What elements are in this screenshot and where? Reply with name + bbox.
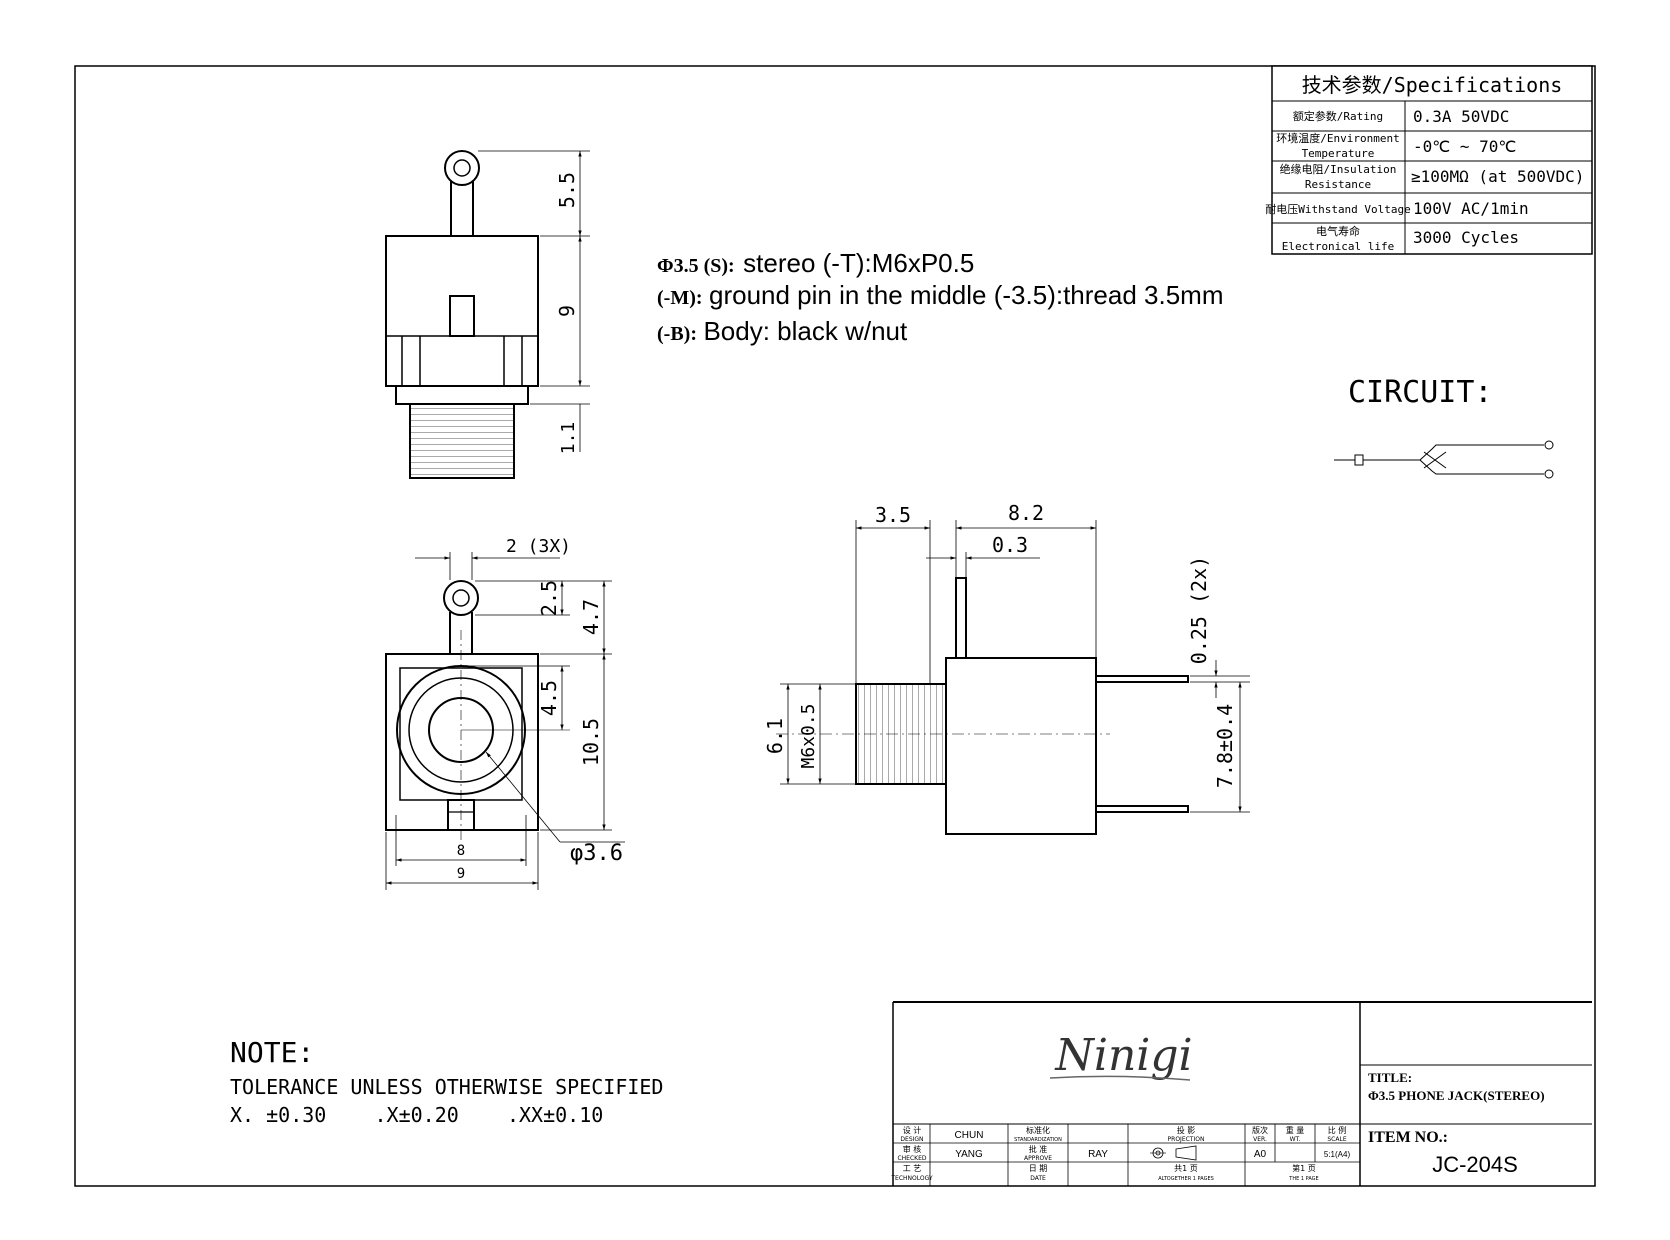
spec-label: 额定参数/Rating: [1293, 109, 1383, 123]
tb-wt-en: WT.: [1290, 1136, 1301, 1143]
dim-top-1-1: 1.1: [558, 422, 579, 455]
spec-label: 环境温度/Environment: [1276, 131, 1399, 145]
tb-tech-en: TECHNOLOGY: [890, 1175, 933, 1182]
dim-width-8: 8: [457, 843, 465, 859]
dim-2-5: 2.5: [537, 580, 561, 616]
tb-approve-en: APPROVE: [1024, 1155, 1052, 1162]
dim-3-5: 3.5: [875, 503, 911, 527]
specifications-table: 技术参数/Specifications 额定参数/Rating 0.3A 50V…: [1265, 65, 1593, 255]
dim-10-5: 10.5: [579, 718, 603, 766]
title-label: TITLE:: [1368, 1070, 1412, 1085]
tb-std-en: STANDARDIZATION: [1014, 1137, 1062, 1143]
dim-pin-span: 7.8±0.4: [1213, 704, 1237, 788]
spec-value: 0.3A 50VDC: [1413, 107, 1509, 126]
tb-std-cn: 标准化: [1026, 1125, 1050, 1135]
desc-code-2: (-M):: [657, 287, 703, 309]
drawing-border: [74, 65, 1596, 1187]
projection-symbol-icon: [1150, 1145, 1197, 1161]
title-block: Ninigi TITLE: Φ3.5 PHONE JACK(STEREO) IT…: [890, 1001, 1592, 1186]
dim-hole: φ3.6: [570, 841, 623, 866]
tb-design-cn: 设 计: [903, 1125, 922, 1135]
dim-0-25: 0.25 (2x): [1187, 556, 1211, 664]
desc-text-1: stereo (-T):M6xP0.5: [743, 248, 974, 278]
tb-scale-value: 5:1(A4): [1324, 1150, 1351, 1159]
dim-top-5-5: 5.5: [555, 172, 579, 208]
tb-approve-cn: 批 准: [1029, 1144, 1048, 1154]
dim-pin-width: 2 (3X): [506, 536, 571, 557]
note-line-1: TOLERANCE UNLESS OTHERWISE SPECIFIED: [230, 1075, 663, 1099]
item-label: ITEM NO.:: [1368, 1129, 1448, 1146]
desc-text-2: ground pin in the middle (-3.5):thread 3…: [709, 280, 1224, 310]
side-view: 3.5 8.2 0.3 6.1 M6x0.5 0.25 (2x) 7.8±0.4: [763, 501, 1250, 835]
tb-proj-en: PROJECTION: [1168, 1136, 1205, 1143]
spec-label: 耐电压Withstand Voltage: [1265, 203, 1411, 216]
svg-text:Φ3.5 (S): stereo (-T):M6: Φ3.5 (S): stereo (-T):M6xP0.5: [657, 248, 974, 278]
tb-scale-en: SCALE: [1327, 1136, 1346, 1143]
tb-tech-cn: 工 艺: [903, 1164, 922, 1173]
dim-width-9: 9: [457, 866, 465, 882]
spec-label-en: Electronical life: [1282, 240, 1395, 253]
spec-label: 电气寿命: [1316, 224, 1360, 238]
tb-ver-en: VER.: [1253, 1136, 1267, 1143]
specs-title: 技术参数/Specifications: [1302, 73, 1563, 97]
tb-design-en: DESIGN: [900, 1136, 923, 1143]
desc-code-3: (-B):: [657, 323, 697, 345]
circuit-diagram: CIRCUIT:: [1334, 375, 1554, 479]
svg-text:(-B): Body: black w/nut: (-B): Body: black w/nut: [657, 316, 908, 346]
dim-4-5: 4.5: [537, 680, 561, 716]
tb-design-name: CHUN: [955, 1130, 984, 1141]
tb-wt-cn: 重 量: [1286, 1125, 1305, 1135]
front-view: φ3.6 8 9 2 (3X) 2.5 4.7 4.5 10.5: [385, 536, 625, 890]
note-title: NOTE:: [230, 1036, 314, 1069]
tb-page-cn: 第1 页: [1292, 1163, 1316, 1173]
desc-text-3: Body: black w/nut: [703, 316, 908, 346]
tb-checked-cn: 审 核: [903, 1144, 922, 1154]
description-block: Φ3.5 (S): stereo (-T):M6xP0.5 (-M): grou…: [657, 248, 1223, 346]
dim-thread: M6x0.5: [798, 703, 819, 768]
tb-checked-en: CHECKED: [897, 1155, 926, 1162]
tb-checked-name: YANG: [955, 1149, 983, 1160]
tb-scale-cn: 比 例: [1328, 1125, 1347, 1135]
svg-text:(-M): ground pin in the: (-M): ground pin in the middle (-3.5):th…: [657, 280, 1223, 310]
tb-ver-cn: 版次: [1252, 1125, 1268, 1135]
company-logo: Ninigi: [1054, 1030, 1192, 1081]
tolerance-note: NOTE: TOLERANCE UNLESS OTHERWISE SPECIFI…: [230, 1036, 663, 1127]
top-view: 5.5 9 1.1: [385, 150, 590, 479]
tb-page-en: THE 1 PAGE: [1288, 1176, 1318, 1182]
dim-8-2: 8.2: [1008, 501, 1044, 525]
note-line-2: X. ±0.30 .X±0.20 .XX±0.10: [230, 1103, 603, 1127]
tb-ver-value: A0: [1254, 1149, 1267, 1160]
spec-value: 3000 Cycles: [1413, 228, 1519, 247]
spec-label-en: Temperature: [1302, 147, 1375, 160]
dim-6-1: 6.1: [763, 718, 787, 754]
tb-approve-name: RAY: [1088, 1149, 1108, 1160]
spec-value: ≥100MΩ (at 500VDC): [1411, 167, 1584, 186]
tb-pages-cn: 共1 页: [1174, 1164, 1198, 1173]
circuit-label: CIRCUIT:: [1348, 375, 1493, 410]
tb-date-en: DATE: [1030, 1175, 1046, 1182]
spec-value: 100V AC/1min: [1413, 199, 1529, 218]
tb-proj-cn: 投 影: [1177, 1125, 1196, 1135]
item-number: JC-204S: [1432, 1152, 1518, 1177]
dim-0-3: 0.3: [992, 533, 1028, 557]
spec-value: -0℃ ~ 70℃: [1413, 137, 1516, 156]
dim-4-7: 4.7: [579, 599, 603, 635]
tb-pages-en: ALTOGETHER 1 PAGES: [1158, 1176, 1214, 1182]
tb-date-cn: 日 期: [1029, 1164, 1048, 1173]
desc-code-1: Φ3.5 (S):: [657, 255, 735, 277]
title-value: Φ3.5 PHONE JACK(STEREO): [1368, 1088, 1545, 1103]
dim-top-9: 9: [555, 305, 579, 317]
spec-label: 绝缘电阻/Insulation: [1280, 162, 1397, 176]
spec-label-en: Resistance: [1305, 178, 1371, 191]
